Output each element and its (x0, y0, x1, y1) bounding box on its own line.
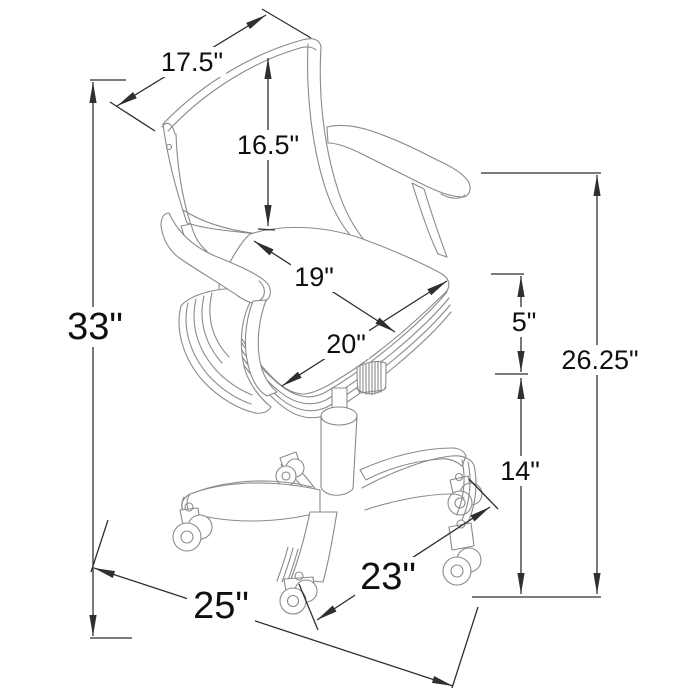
dim-floor-to-seat: 14" (497, 378, 543, 594)
left-arm-support (244, 299, 278, 397)
gas-lift-column (320, 387, 358, 496)
height-adjuster-knob (356, 360, 387, 396)
dimension-label-seat-depth: 19" (294, 262, 334, 292)
caster-wheel (442, 556, 472, 586)
right-armrest (326, 124, 471, 258)
backrest-screw (165, 143, 173, 151)
chair-drawing (160, 38, 483, 615)
dimension-label-overall-depth: 25" (193, 585, 249, 627)
dim-seat-width: 20" (281, 280, 448, 387)
dimension-label-overall-height: 33" (67, 306, 123, 348)
right-arm-support (411, 182, 448, 258)
dimension-label-seat-width: 20" (326, 329, 366, 359)
leg-front (276, 511, 338, 615)
leg-left (172, 480, 321, 552)
dimension-label-cushion-thickness: 5" (512, 307, 537, 337)
dim-overall-depth: 25" (90, 519, 479, 689)
dim-overall-height: 33" (63, 79, 132, 639)
dimension-label-base-depth: 23" (360, 556, 416, 598)
left-armrest (160, 212, 278, 397)
dimension-label-arm-height: 26.25" (561, 345, 638, 375)
dim-back-height: 16.5" (234, 58, 302, 231)
seat-skirt (178, 288, 272, 414)
dimension-label-back-height: 16.5" (237, 130, 299, 160)
caster-wheel (172, 522, 202, 552)
dim-cushion-thickness: 5" (491, 273, 541, 375)
dimension-label-back-top-width: 17.5" (161, 47, 223, 77)
dim-arm-height: 26.25" (472, 172, 643, 598)
caster-wheel (447, 490, 473, 516)
dim-back-top-width: 17.5" (109, 8, 312, 132)
dimension-label-floor-to-seat: 14" (500, 456, 540, 486)
